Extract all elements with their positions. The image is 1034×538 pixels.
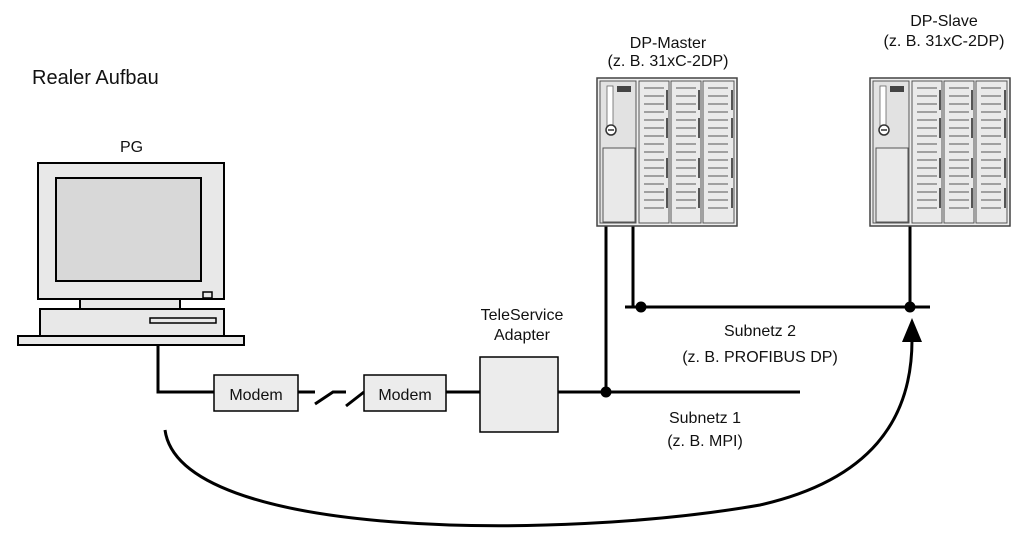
modem-left: Modem (213, 374, 299, 412)
teleservice-label-line2: Adapter (494, 327, 551, 344)
routing-arc (163, 339, 914, 528)
subnet1-label-line2: (z. B. MPI) (667, 433, 743, 450)
dp-master-plc-icon: DP-Master (z. B. 31xC-2DP) (596, 35, 738, 227)
modem-left-label: Modem (229, 387, 282, 404)
diagram-heading: Realer Aufbau (32, 67, 159, 89)
dp-slave-label-line1: DP-Slave (910, 13, 978, 30)
routing-arrowhead-icon (902, 318, 922, 342)
subnet1-label-line1: Subnetz 1 (669, 410, 741, 427)
pg-label: PG (120, 139, 143, 156)
dp-slave-plc-icon: DP-Slave (z. B. 31xC-2DP) (869, 13, 1011, 227)
subnet2-label-line1: Subnetz 2 (724, 323, 796, 340)
dp-slave-label-line2: (z. B. 31xC-2DP) (884, 33, 1005, 50)
subnet2-label-line2: (z. B. PROFIBUS DP) (682, 349, 838, 366)
connection-lines (156, 226, 930, 408)
pg-computer-icon: PG (17, 139, 245, 346)
bus-junctions (600, 301, 916, 398)
dp-master-label-line1: DP-Master (630, 35, 707, 52)
teleservice-label-line1: TeleService (481, 307, 564, 324)
teleservice-adapter: TeleService Adapter (479, 307, 564, 433)
modem-right: Modem (363, 374, 447, 412)
modem-right-label: Modem (378, 387, 431, 404)
dp-master-label-line2: (z. B. 31xC-2DP) (608, 53, 729, 70)
